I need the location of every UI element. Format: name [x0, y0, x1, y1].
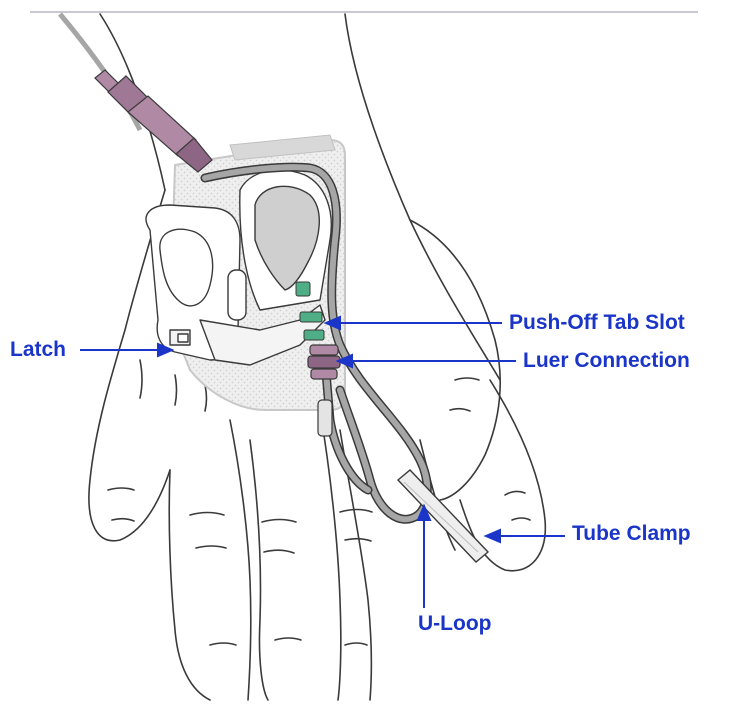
label-push-off-tab-slot: Push-Off Tab Slot — [509, 311, 685, 335]
label-tube-clamp: Tube Clamp — [572, 522, 691, 546]
label-u-loop: U-Loop — [418, 612, 491, 636]
label-latch: Latch — [10, 338, 66, 362]
label-luer-connection: Luer Connection — [523, 349, 690, 373]
inline-connector — [95, 70, 212, 172]
